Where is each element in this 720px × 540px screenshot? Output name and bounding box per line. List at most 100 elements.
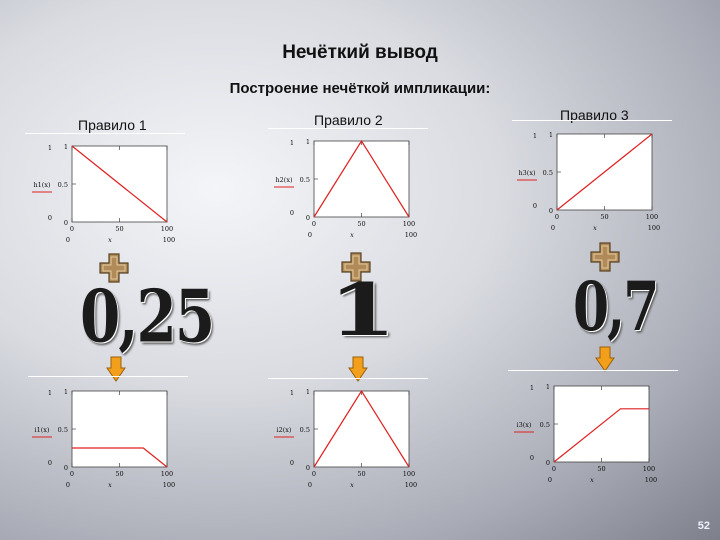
x-tick-label: 100: [643, 465, 655, 473]
y-axis-label: i3(x): [517, 421, 532, 429]
rule-2-coefficient: 1: [328, 267, 397, 352]
y-tick-label: 1: [306, 388, 310, 396]
x-max-label: 100: [163, 481, 175, 489]
bottom-1-separator: [28, 376, 188, 377]
x-min-label: 0: [66, 481, 70, 489]
y-tick-label: 0: [549, 207, 553, 215]
y-tick-label: 0.5: [58, 426, 68, 434]
y-tick-label: 0: [306, 214, 310, 222]
rule-2-underline: [268, 128, 428, 129]
x-tick-label: 0: [312, 470, 316, 478]
x-tick-label: 0: [70, 470, 74, 478]
rule-3-coefficient: 0,7: [573, 267, 659, 347]
slide-subtitle: Построение нечёткой импликации:: [229, 80, 491, 97]
y-axis-label: h2(x): [275, 176, 293, 184]
top-left-label: 1: [533, 132, 537, 140]
x-max-label: 100: [405, 481, 417, 489]
top-left-label: 1: [290, 389, 294, 397]
x-max-label: 100: [648, 224, 660, 232]
x-tick-label: 50: [600, 213, 608, 221]
rule-3-label: Правило 3: [560, 107, 629, 123]
x-min-label: 0: [308, 231, 312, 239]
x-tick-label: 100: [161, 225, 173, 233]
series-line: [313, 139, 410, 218]
rule-2-label: Правило 2: [314, 112, 383, 128]
bottom-2-separator: [268, 378, 428, 379]
x-max-label: 100: [405, 231, 417, 239]
series-line: [72, 447, 168, 468]
bottom-left-label: 0: [290, 209, 294, 217]
x-axis-label: x: [108, 236, 112, 244]
rule-1-label: Правило 1: [78, 117, 147, 133]
y-tick-label: 0.5: [58, 181, 68, 189]
rule-3-implication-chart: 0 0.5 1 0 50 100 0 100 x 1 0 i3(x): [514, 383, 657, 484]
x-tick-label: 0: [555, 213, 559, 221]
y-axis-label: h3(x): [518, 169, 536, 177]
rule-1-coefficient: 0,25: [80, 273, 215, 359]
plus-icon-2: [341, 252, 371, 282]
x-tick-label: 100: [403, 220, 415, 228]
page-number: 52: [697, 520, 710, 532]
plot-area: [313, 140, 410, 218]
x-max-label: 100: [163, 236, 175, 244]
x-tick-label: 50: [357, 220, 365, 228]
y-tick-label: 0: [306, 464, 310, 472]
x-tick-label: 0: [552, 465, 556, 473]
x-axis-label: x: [350, 231, 354, 239]
top-left-label: 1: [48, 144, 52, 152]
y-tick-label: 0: [64, 464, 68, 472]
series-line: [313, 389, 410, 468]
bottom-left-label: 0: [48, 459, 52, 467]
x-min-label: 0: [308, 481, 312, 489]
x-tick-label: 100: [403, 470, 415, 478]
arrow-down-icon-3: [595, 346, 615, 372]
y-tick-label: 1: [306, 138, 310, 146]
y-tick-label: 0: [64, 219, 68, 227]
top-left-label: 1: [530, 384, 534, 392]
y-tick-label: 1: [549, 131, 553, 139]
plot-area: [313, 390, 410, 468]
x-min-label: 0: [551, 224, 555, 232]
y-tick-label: 0.5: [300, 176, 310, 184]
x-axis-label: x: [350, 481, 354, 489]
x-min-label: 0: [548, 476, 552, 484]
x-tick-label: 0: [70, 225, 74, 233]
y-tick-label: 1: [64, 388, 68, 396]
arrow-down-icon-1: [106, 356, 126, 382]
y-tick-label: 0: [546, 459, 550, 467]
x-max-label: 100: [645, 476, 657, 484]
y-tick-label: 1: [64, 143, 68, 151]
x-tick-label: 50: [357, 470, 365, 478]
bottom-3-separator: [508, 370, 678, 371]
slide-title: Нечёткий вывод: [282, 42, 438, 63]
bottom-left-label: 0: [530, 454, 534, 462]
plus-icon-1: [99, 253, 129, 283]
plus-icon-3: [590, 242, 620, 272]
y-tick-label: 0.5: [300, 426, 310, 434]
x-tick-label: 50: [597, 465, 605, 473]
top-left-label: 1: [290, 139, 294, 147]
y-tick-label: 0.5: [540, 421, 550, 429]
series-line: [556, 133, 653, 211]
bottom-left-label: 0: [290, 459, 294, 467]
y-tick-label: 1: [546, 383, 550, 391]
y-tick-label: 0.5: [543, 169, 553, 177]
y-axis-label: i1(x): [35, 426, 50, 434]
y-axis-label: h1(x): [33, 181, 51, 189]
series-line: [553, 408, 649, 463]
x-tick-label: 50: [115, 225, 123, 233]
x-tick-label: 100: [646, 213, 658, 221]
x-axis-label: x: [590, 476, 594, 484]
series-line: [71, 145, 168, 223]
rule-1-underline: [25, 133, 185, 134]
x-min-label: 0: [66, 236, 70, 244]
top-left-label: 1: [48, 389, 52, 397]
bottom-left-label: 0: [533, 202, 537, 210]
rule-3-underline: [512, 120, 672, 121]
x-tick-label: 100: [161, 470, 173, 478]
